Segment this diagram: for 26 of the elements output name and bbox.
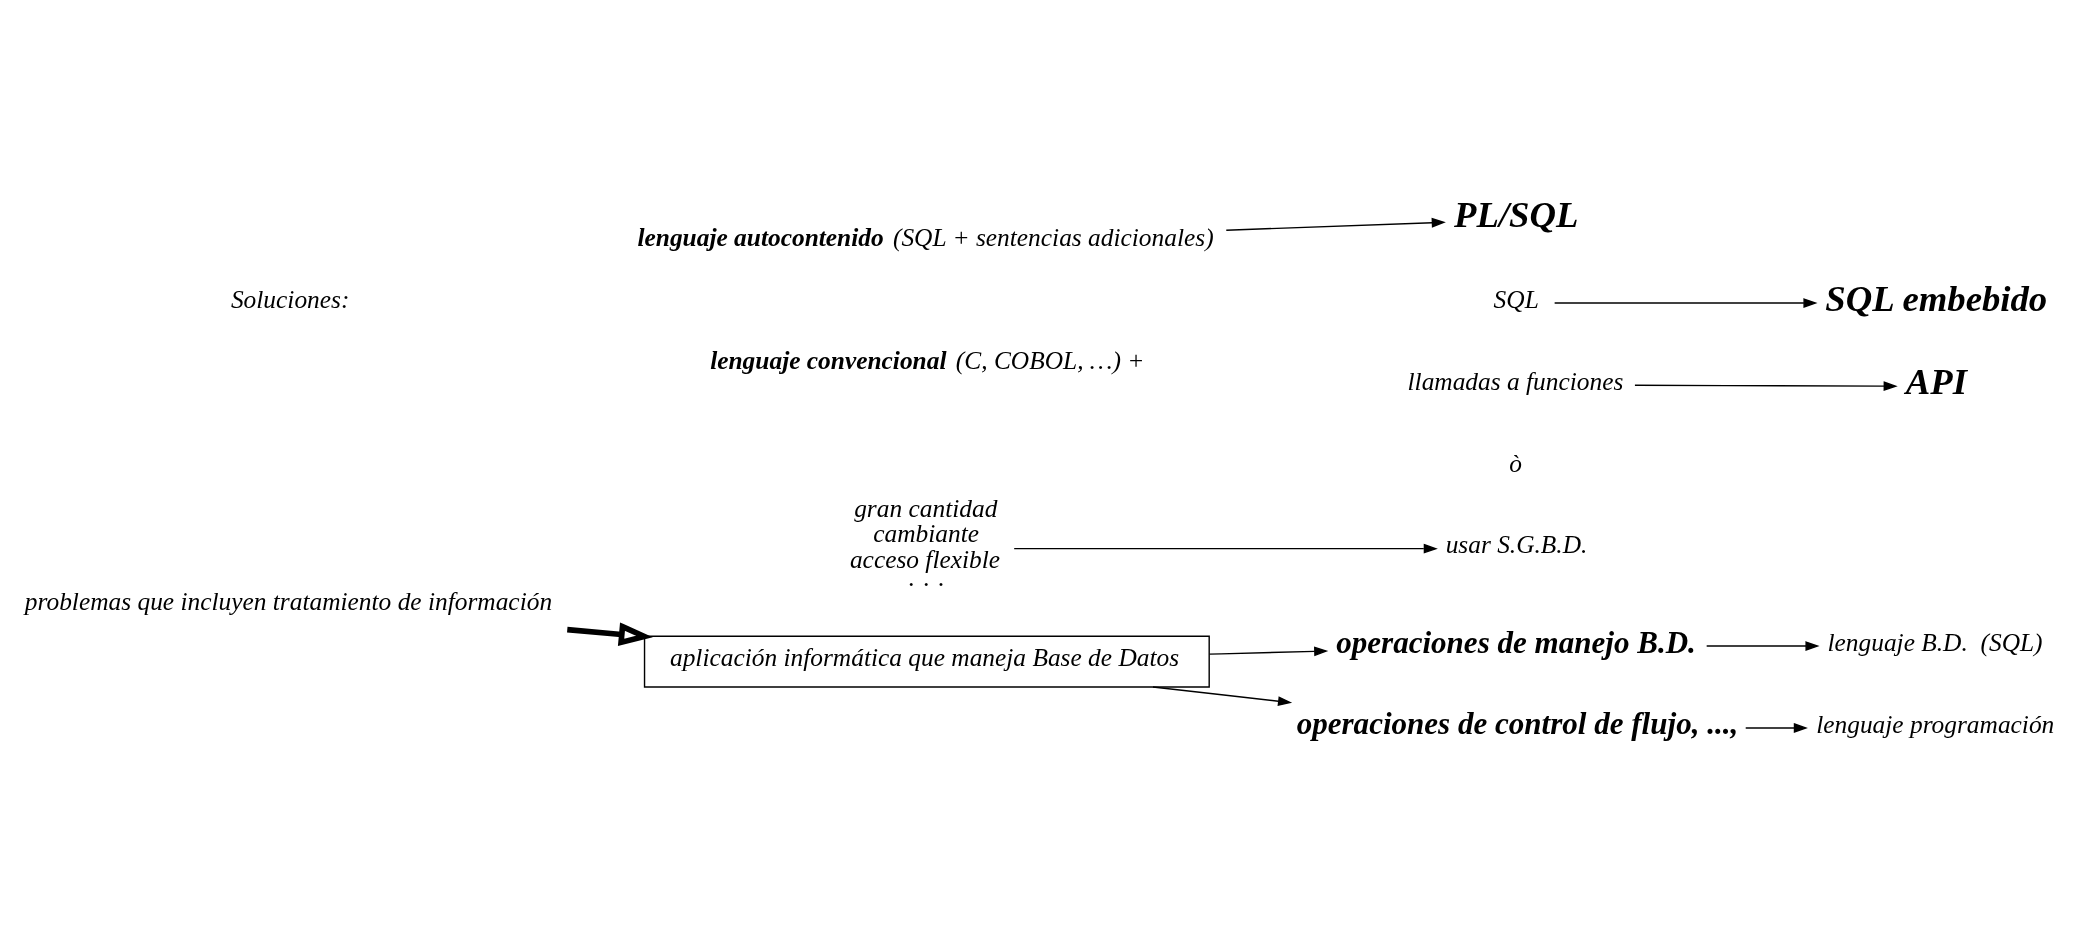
arrow <box>1013 543 1438 554</box>
arrow <box>1208 646 1329 657</box>
node-text: SQL <box>1493 284 1539 313</box>
node-text: llamadas a funciones <box>1407 366 1624 395</box>
node-text: operaciones de control de flujo, ..., <box>1296 706 1739 742</box>
arrow <box>1634 381 1898 392</box>
node-text: lenguaje autocontenido (SQL + sentencias adicionales) <box>637 222 1214 251</box>
node-text: usar S.G.B.D. <box>1445 530 1588 559</box>
label: ò <box>1509 448 1522 477</box>
node-text: gran cantidad cambiante acceso flexible <box>849 493 1001 573</box>
arrow <box>1152 686 1293 707</box>
arrow <box>1705 641 1820 651</box>
node-text: problemas que incluyen tratamiento de información <box>24 586 553 615</box>
node-text: SQL embebido <box>1825 277 2048 319</box>
node-text: Soluciones: <box>230 284 350 313</box>
node-text: lenguaje convencional (C, COBOL, …) + <box>710 345 1145 374</box>
node-text: PL/SQL <box>1454 194 1579 236</box>
arrow <box>1225 217 1446 231</box>
arrow <box>567 622 653 647</box>
arrow <box>1553 298 1818 308</box>
arrow <box>1745 723 1808 733</box>
node-text: API <box>1905 360 1967 402</box>
node-text: operaciones de manejo B.D. <box>1336 624 1696 660</box>
node-text: lenguaje programación <box>1816 709 2055 738</box>
node-text: lenguaje B.D. (SQL) <box>1827 627 2043 656</box>
node-box: aplicación informática que maneja Base de Datos <box>643 635 1210 688</box>
